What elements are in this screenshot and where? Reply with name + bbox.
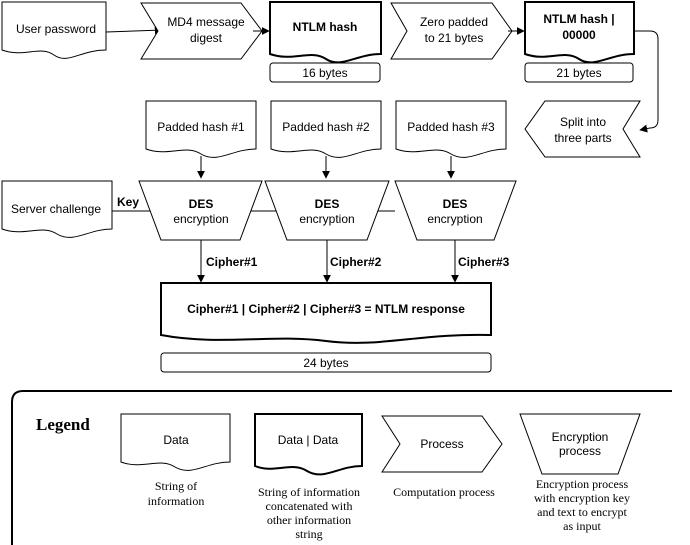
ntlm-hash-padded-node: NTLM hash | 00000 [524,1,635,64]
split-text-line1: Split into [560,115,606,129]
legend-encryption-desc-line3: and text to encrypt [537,505,627,519]
legend-concat-desc-line4: string [295,527,322,541]
legend-data-shape: Data [120,413,231,471]
padded-hash-1-text: Padded hash #1 [157,120,245,134]
legend-concat-shape: Data | Data [254,413,363,476]
legend-encryption-label-line2: process [559,444,601,458]
zero-pad-text-line2: to 21 bytes [425,31,484,45]
zero-pad-process-node: Zero padded to 21 bytes [390,2,513,60]
ntlm-hash-padded-line2: 00000 [562,28,596,42]
legend-data-desc-line2: information [148,494,205,508]
des-encryption-2: DES encryption [264,180,390,241]
ntlm-response-size-box [160,352,492,373]
ntlm-hash-padded-size: 21 bytes [556,66,601,80]
padded-hash-3-node: Padded hash #3 [395,100,507,158]
legend-frame [11,390,672,545]
legend-process-desc: Computation process [393,485,495,499]
des-1-title: DES [189,197,214,211]
des-3-subtitle: encryption [427,212,482,226]
padded-hash-2-node: Padded hash #2 [270,100,382,158]
des-encryption-1: DES encryption [138,180,263,241]
user-password-text: User password [16,22,96,36]
padded-hash-1-node: Padded hash #1 [145,100,257,158]
legend-process-label: Process [420,437,463,451]
legend-encryption-desc-line1: Encryption process [536,477,629,491]
legend-process-shape: Process [381,415,503,473]
server-challenge-text: Server challenge [11,202,101,216]
ntlm-hash-node: NTLM hash [269,1,382,64]
des-encryption-3: DES encryption [394,180,517,241]
legend-title: Legend [36,415,90,434]
des-3-title: DES [443,197,468,211]
des-2-subtitle: encryption [299,212,354,226]
split-process-node: Split into three parts [524,100,641,158]
legend-encryption-label-line1: Encryption [552,430,609,444]
md4-process-node: MD4 message digest [140,2,263,60]
cipher-3-label: Cipher#3 [458,255,510,269]
split-text-line2: three parts [554,131,611,145]
ntlm-hash-size-box [269,62,381,83]
key-label: Key [117,195,139,209]
des-1-subtitle: encryption [173,212,228,226]
legend-data-label: Data [163,433,189,447]
legend-encryption-shape: Encryption process [519,413,641,475]
user-password-node: User password [1,1,107,59]
padded-hash-3-text: Padded hash #3 [407,120,495,134]
ntlm-response-size: 24 bytes [303,356,348,370]
padded-hash-2-text: Padded hash #2 [282,120,370,134]
cipher-2-label: Cipher#2 [330,255,382,269]
ntlm-hash-text: NTLM hash [293,20,358,34]
ntlm-hash-padded-line1: NTLM hash | [543,12,614,26]
legend-concat-desc-line3: other information [267,513,351,527]
server-challenge-node: Server challenge [1,180,113,238]
ntlm-hash-padded-size-box [524,62,634,83]
legend-encryption-desc-line4: as input [563,519,601,533]
des-2-title: DES [315,197,340,211]
legend-concat-desc-line1: String of information [258,485,360,499]
arrow-ntlm00-split [634,30,659,133]
md4-text-line2: digest [190,31,223,45]
cipher-1-label: Cipher#1 [206,255,258,269]
legend-concat-desc-line2: concatenated with [266,499,353,513]
legend-data-desc-line1: String of [155,479,197,493]
ntlm-hash-size: 16 bytes [302,66,347,80]
legend-concat-label: Data | Data [278,433,339,447]
ntlm-response-node: Cipher#1 | Cipher#2 | Cipher#3 = NTLM re… [160,282,492,344]
legend-encryption-desc-line2: with encryption key [534,491,630,505]
zero-pad-text-line1: Zero padded [420,15,488,29]
arrow-password-md4 [105,26,163,35]
ntlm-response-text: Cipher#1 | Cipher#2 | Cipher#3 = NTLM re… [187,302,465,316]
md4-text-line1: MD4 message [167,15,245,29]
